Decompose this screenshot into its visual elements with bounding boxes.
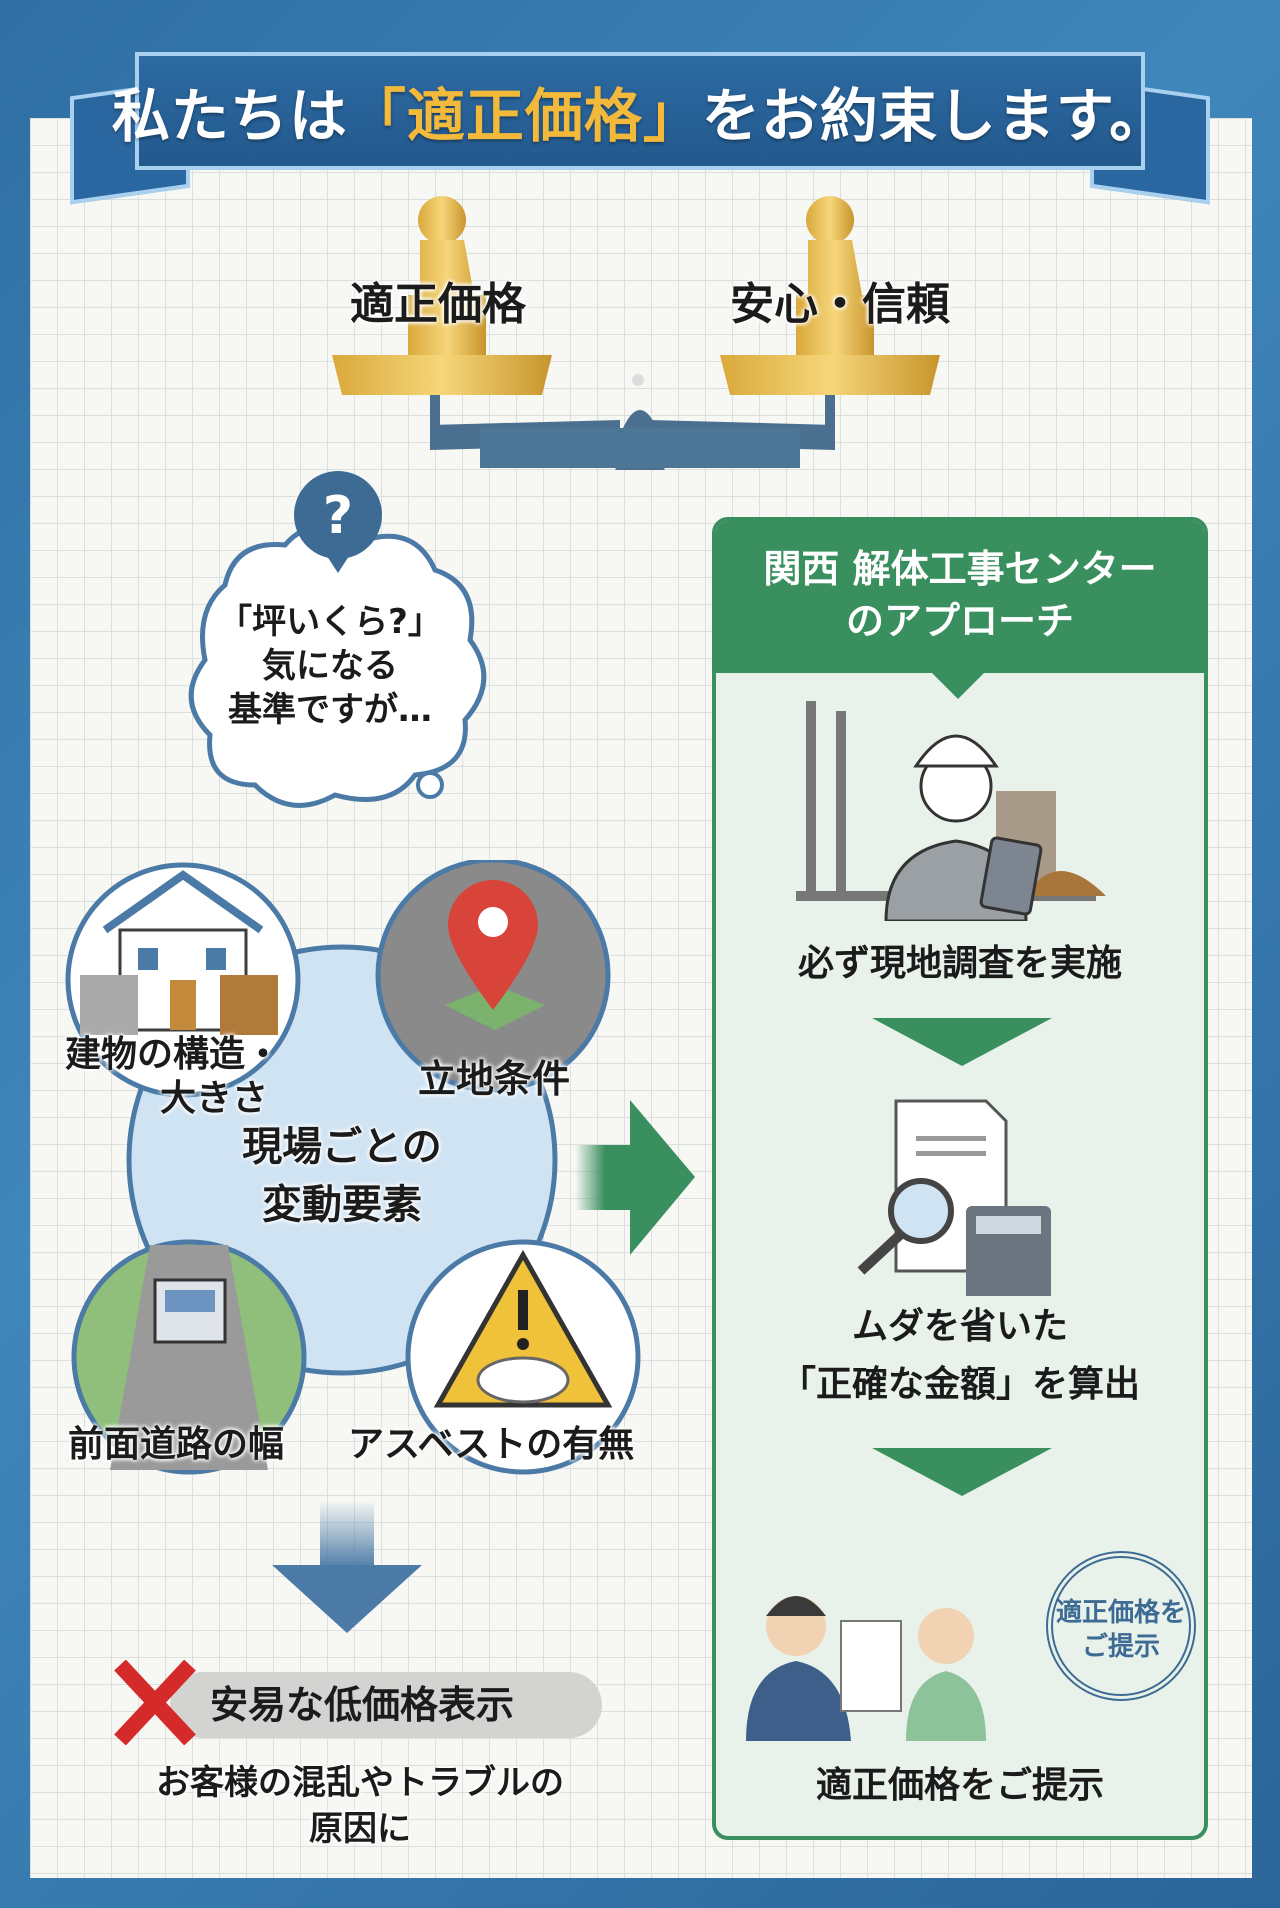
cross-mark-icon (114, 1660, 196, 1745)
svg-text:?: ? (323, 486, 353, 546)
thought-line-3: 基準ですが… (228, 690, 432, 730)
step-arrow-1 (872, 1018, 1052, 1066)
question-icon (294, 471, 382, 559)
house-icon (65, 862, 301, 1098)
low-price-warning-label: 安易な低価格表示 (170, 1672, 602, 1738)
warning-desc-line2: 原因に (309, 1809, 411, 1849)
factors-center-line1: 現場ごとの (242, 1124, 442, 1170)
price-stamp: 適正価格を ご提示 (1046, 1551, 1196, 1701)
factors-diagram (65, 860, 641, 1475)
page-title: 私たちは「適正価格」をお約束します。 (111, 82, 1169, 150)
step-arrow-2 (872, 1448, 1052, 1496)
stamp-line2: ご提示 (1081, 1632, 1160, 1662)
document-calculator-icon (857, 1099, 1051, 1296)
title-banner: 私たちは「適正価格」をお約束します。 (112, 52, 1167, 170)
factor-building-line1: 建物の構造・ (65, 1034, 282, 1075)
factors-center-line2: 変動要素 (262, 1182, 422, 1228)
thought-line-1: 「坪いくら?」 (218, 602, 442, 642)
thought-line-2: 気になる (262, 646, 398, 686)
factor-asbestos: アスベストの有無 (348, 1424, 635, 1465)
factor-building-line2: 大きさ (160, 1078, 269, 1119)
thought-bubble: ? (188, 471, 487, 808)
arrow-right-icon (575, 1100, 695, 1255)
stamp-line1: 適正価格を (1055, 1598, 1186, 1628)
factor-location: 立地条件 (418, 1057, 571, 1101)
step2-line1: ムダを省いた (851, 1306, 1068, 1347)
scale-label-left: 適正価格 (350, 279, 526, 330)
approach-title-line2: のアプローチ (845, 599, 1074, 643)
site-inspector-icon (796, 701, 1106, 921)
balance-scale-icon (332, 196, 940, 470)
approach-panel: 関西 解体工事センター のアプローチ 必ず現地調査を実施 ムダを省いた 「正確な… (712, 517, 1208, 1840)
scale-label-right: 安心・信頼 (730, 279, 950, 330)
arrow-down-icon (272, 1500, 422, 1633)
location-pin-icon (375, 860, 611, 1093)
factor-road: 前面道路の幅 (68, 1424, 285, 1465)
asbestos-warning-icon (405, 1239, 641, 1475)
truck-road-icon (71, 1239, 307, 1475)
step1-text: 必ず現地調査を実施 (797, 943, 1122, 984)
staff-and-customer-icon (746, 1596, 986, 1741)
approach-title-line1: 関西 解体工事センター (763, 547, 1157, 591)
step3-text: 適正価格をご提示 (815, 1765, 1104, 1806)
warning-desc-line1: お客様の混乱やトラブルの (156, 1763, 564, 1803)
step2-line2: 「正確な金額」を算出 (779, 1364, 1140, 1405)
header-pointer (930, 671, 986, 699)
